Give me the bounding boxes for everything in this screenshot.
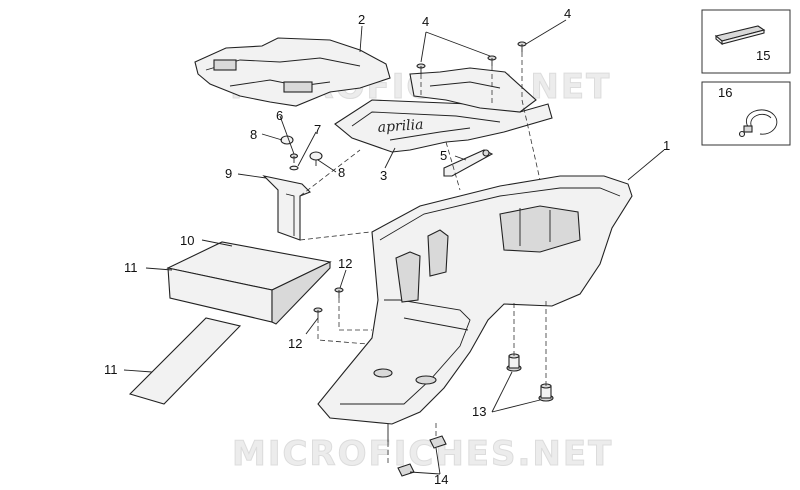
- part-1-undertray: [317, 175, 633, 442]
- part-3-rear-tray: aprilia: [334, 67, 553, 153]
- label-12a: 12: [338, 256, 352, 271]
- label-3: 3: [380, 168, 387, 183]
- label-5: 5: [440, 148, 447, 163]
- label-4a: 4: [422, 14, 429, 29]
- label-11a: 11: [124, 260, 138, 275]
- label-1: 1: [663, 138, 670, 153]
- screw-12a: [334, 287, 344, 298]
- label-11b: 11: [104, 362, 118, 377]
- part-11-lower-mat: [128, 317, 242, 405]
- label-4b: 4: [564, 6, 571, 21]
- tool-kit-icon: [714, 25, 766, 46]
- label-9: 9: [225, 166, 232, 181]
- part-7-washer: [289, 165, 299, 171]
- part-10-11-upper-mat: [166, 241, 332, 325]
- label-12b: 12: [288, 336, 302, 351]
- label-15: 15: [756, 48, 770, 63]
- screw-4a: [416, 63, 426, 74]
- label-8a: 8: [250, 127, 257, 142]
- label-6: 6: [276, 108, 283, 123]
- part-8a-plug: [280, 135, 294, 145]
- inset-box-15: 15: [701, 9, 791, 74]
- part-2-cover-plate: [194, 37, 391, 107]
- screw-12b: [313, 307, 323, 318]
- part-5-clip: [443, 149, 494, 177]
- hose-clamp-icon: [738, 109, 778, 138]
- leader-lines: [123, 19, 665, 475]
- label-2: 2: [358, 12, 365, 27]
- label-7: 7: [314, 122, 321, 137]
- part-13-bushing-a: [506, 353, 522, 372]
- part-8b-plug: [309, 151, 323, 166]
- screw-4c: [517, 41, 527, 52]
- watermark-bottom: MICROFICHES.NET: [232, 434, 613, 474]
- part-14-clip-a: [429, 435, 447, 449]
- inset-box-16: 16: [701, 81, 791, 146]
- part-9-bracket: [262, 175, 311, 241]
- label-16: 16: [718, 85, 732, 100]
- brand-logo-text: aprilia: [377, 117, 424, 136]
- part-13-bushing-b: [538, 383, 554, 402]
- label-10: 10: [180, 233, 194, 248]
- label-13: 13: [472, 404, 486, 419]
- part-6-screw: [289, 153, 299, 163]
- assembly-guide-lines: [299, 52, 547, 466]
- screw-4b: [487, 55, 497, 66]
- label-14: 14: [434, 472, 448, 487]
- label-8b: 8: [338, 165, 345, 180]
